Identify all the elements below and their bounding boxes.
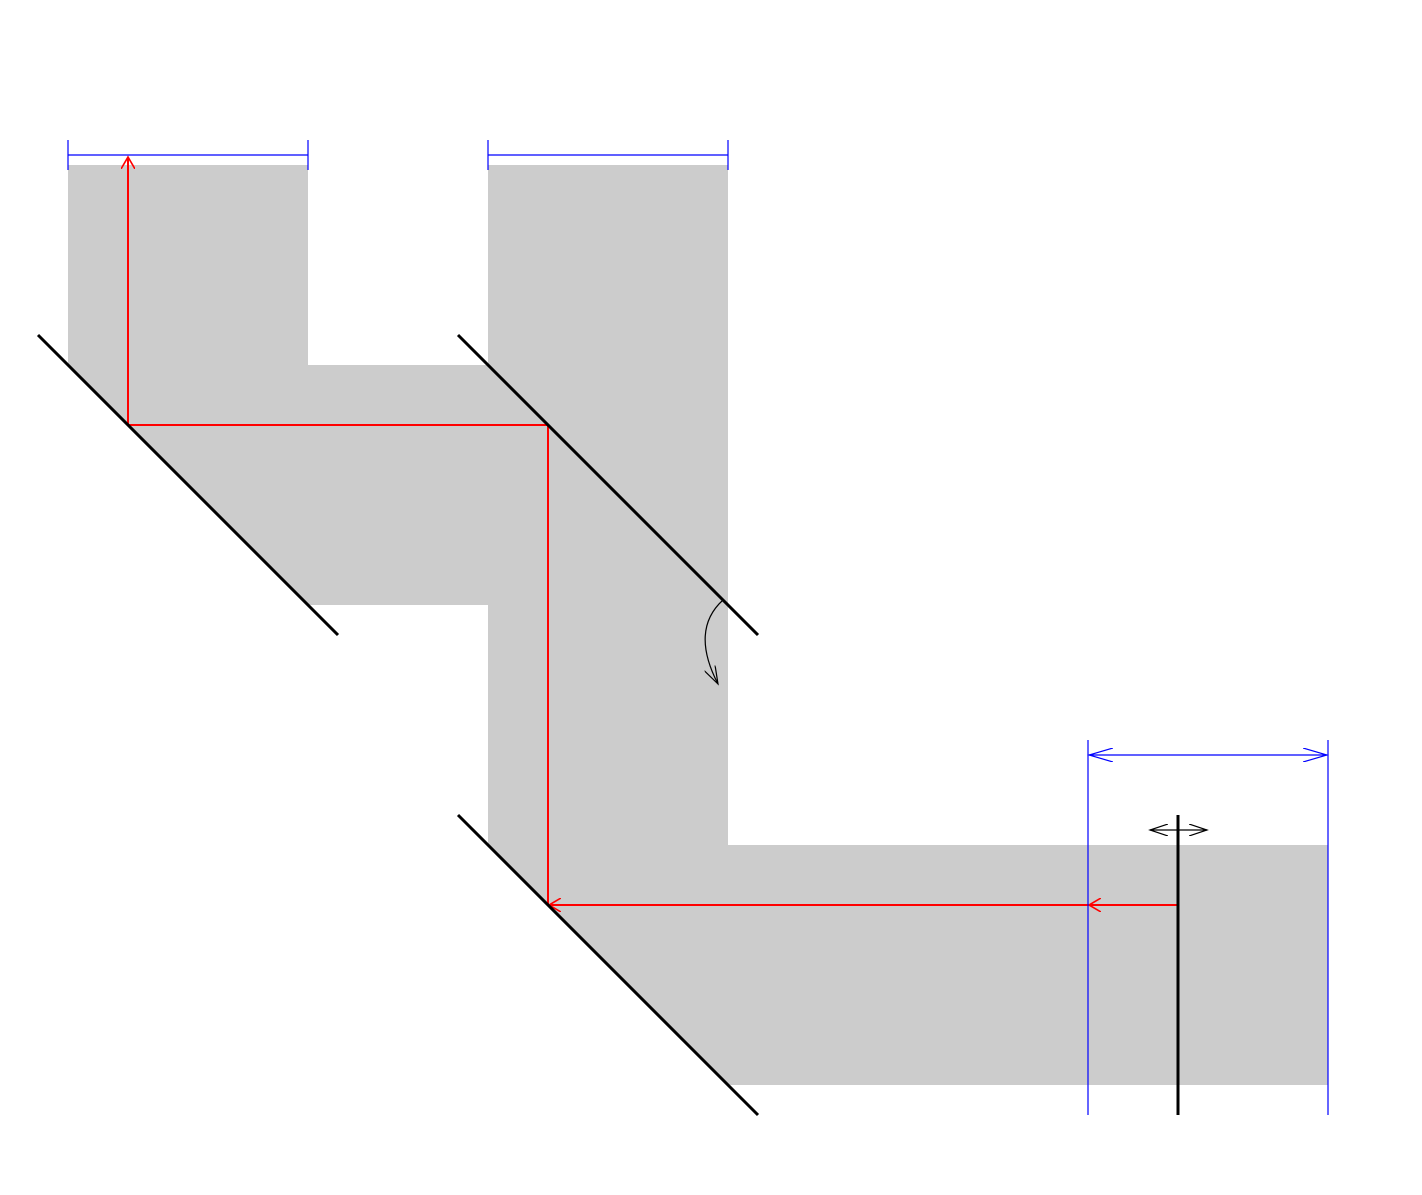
beam-region-upper-left <box>68 165 488 605</box>
beam-region-bottom <box>488 845 1328 1085</box>
mirror-bottom-middle <box>456 813 760 1117</box>
rotation-arrow-icon <box>705 599 724 684</box>
width-marker-right <box>1088 740 1328 1115</box>
mirror-top-middle <box>456 333 760 637</box>
mirror-top-left <box>36 333 340 637</box>
width-marker-top-left <box>67 140 309 170</box>
width-marker-top-middle <box>487 140 729 170</box>
optical-path <box>128 157 1178 905</box>
beam-region <box>68 165 1328 1085</box>
mirrors <box>36 333 760 1117</box>
